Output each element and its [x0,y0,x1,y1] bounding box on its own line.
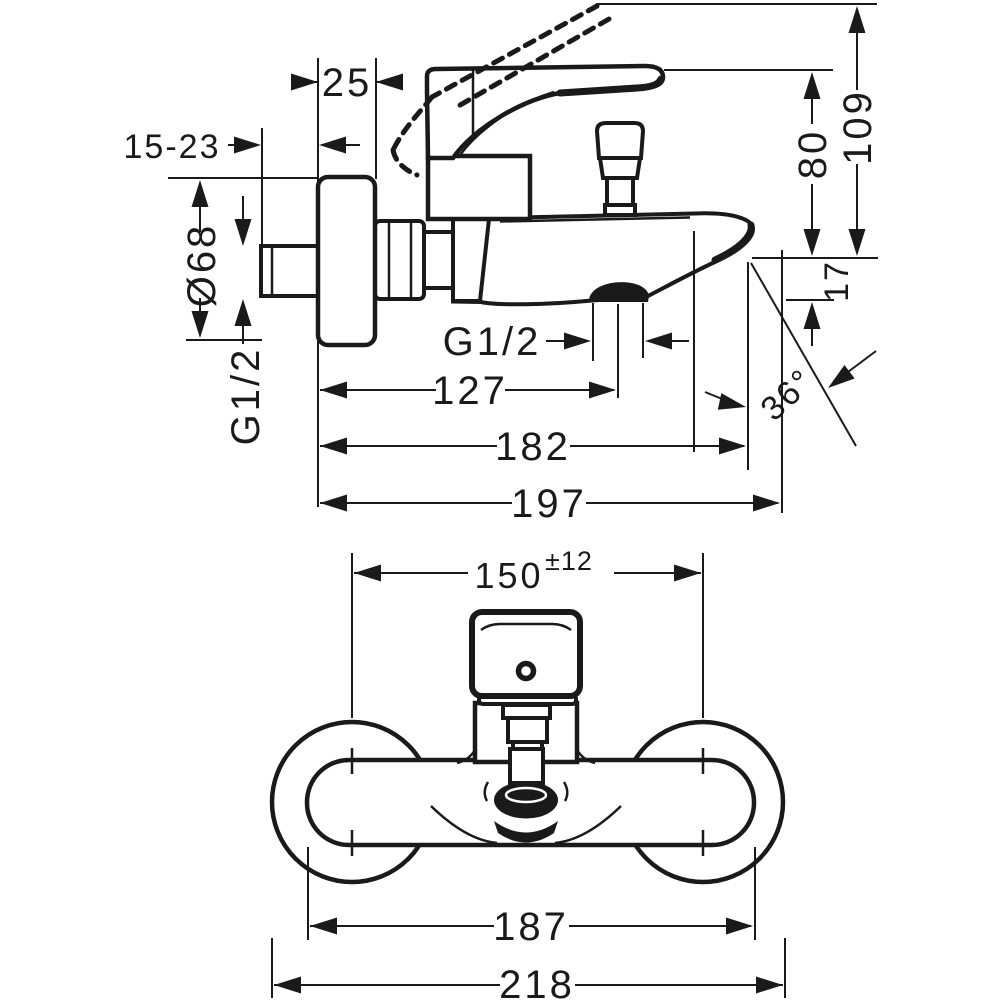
side-view: 25 15-23 Ø68 G1/2 [124,3,880,526]
arrowhead [848,229,866,256]
angle-slanted-line [750,262,857,447]
union-nut [373,219,455,301]
arrowhead [753,494,780,512]
arrowhead [191,180,209,207]
spout-lower-lip [494,821,558,843]
dim-label-218: 218 [499,963,575,1000]
lever-underside-shadow [556,75,665,97]
spout-lash-left [483,781,490,802]
spout-end-face [711,221,755,264]
dim-label-187: 187 [493,905,569,949]
dim-label-g12-outlet: G1/2 [443,320,542,364]
diverter-front [501,703,552,785]
dim-127: 127 [320,304,619,413]
cover-skirt-right [575,749,596,765]
dim-150: 150 ±12 [351,546,704,718]
spout-front [483,781,569,843]
aerator-dome [589,282,649,302]
dim-label-109: 109 [836,89,880,165]
handle-front [469,609,583,699]
dim-label-36deg: 36° [754,361,822,428]
dashed-lever-heel [390,147,420,178]
arrowhead [564,332,591,350]
handle-base-block [425,153,533,222]
dim-label-g12-inlet: G1/2 [224,347,268,446]
union-pipe [422,230,455,290]
spout-neck-front [508,747,545,785]
dim-label-15-23: 15-23 [124,128,221,166]
arrowhead [291,73,318,91]
dim-label-25: 25 [322,61,373,105]
arrowhead [803,72,821,99]
arrowhead [803,302,821,329]
diverter-flange [603,203,637,217]
handle-dot [515,660,537,682]
dim-68: Ø68 [168,177,318,341]
arrowhead [726,917,753,935]
dim-label-127: 127 [432,369,508,413]
dim-182: 182 [320,262,749,470]
dim-label-182: 182 [495,425,571,469]
cover-skirt-left [456,749,477,765]
spout-outline [451,211,756,307]
spout-opening-highlight [504,786,548,804]
dim-label-150: 150 [474,555,543,596]
dim-197: 197 [320,250,783,526]
dashed-lever-back [390,94,435,153]
dim-25: 25 [291,58,403,507]
dim-label-68: Ø68 [180,223,224,308]
dashed-lever-bottom [452,16,612,111]
lever-raised-dashed [390,3,612,178]
diverter-mid [597,156,643,180]
union-centerline-ticks [350,748,705,856]
diverter-knob-side [594,121,646,217]
arrowhead [319,136,346,154]
dim-g12-outlet: G1/2 [443,303,689,364]
arrowhead [848,6,866,33]
dim-15-23: 15-23 [124,128,360,247]
spout-sweep-right [554,805,622,845]
lever-handle-side [424,63,666,161]
arrowhead [717,393,748,416]
inlet-nipple [259,244,320,298]
diverter-cap [594,121,646,160]
dashed-lever-top [429,3,600,100]
spout-sweep-left [430,805,498,845]
handle-outline [469,609,583,699]
spout-side [451,211,756,307]
arrowhead [719,437,746,455]
dim-80: 80 [664,69,835,256]
dim-109: 109 [596,3,880,259]
nut-body [373,219,426,301]
dim-218: 218 [271,938,786,1000]
arrowhead [234,219,252,246]
arrowhead [645,332,672,350]
dim-label-150-tolerance: ±12 [545,546,593,576]
arrowhead [674,564,701,582]
lever-inner-curve [458,90,555,156]
arrowhead [234,299,252,326]
dim-g12-inlet: G1/2 [224,196,268,445]
dim-label-80: 80 [791,129,835,180]
arrowhead [376,73,403,91]
dim-label-17: 17 [818,260,856,302]
nipple-body [259,244,320,298]
spout-lash-right [562,781,569,802]
arrowhead [589,381,616,399]
arrowhead [191,311,209,338]
diverter-stem [605,176,635,207]
dim-label-197: 197 [511,482,587,526]
arrowhead [756,976,783,994]
arrowhead [234,136,261,154]
dim-17: 17 [786,260,856,346]
wall-escutcheon-side [315,174,378,348]
front-view: 150 ±12 187 218 [269,546,786,1000]
arrowhead [803,229,821,256]
dim-187: 187 [307,847,756,949]
handle-inner-top-line [480,622,572,632]
